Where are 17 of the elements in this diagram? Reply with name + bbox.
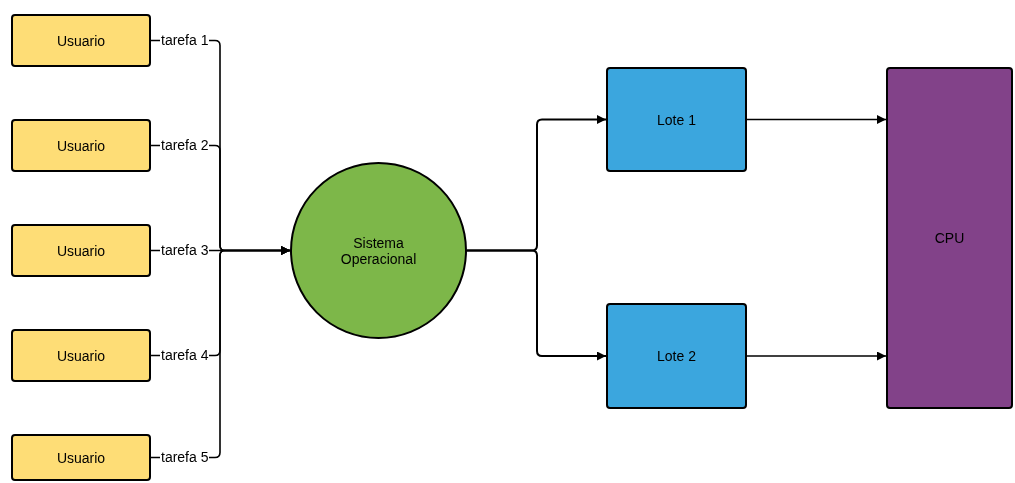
edge-label: tarefa 3 <box>160 241 210 258</box>
user-box: Usuario <box>11 224 151 277</box>
edge-label: tarefa 4 <box>160 346 210 363</box>
user-box: Usuario <box>11 14 151 67</box>
system-circle: Sistema Operacional <box>290 162 467 339</box>
connector-arrow <box>466 249 607 361</box>
edge-label: tarefa 1 <box>160 31 210 48</box>
user-box: Usuario <box>11 434 151 481</box>
connector-arrow <box>746 351 887 361</box>
connector-arrow <box>746 115 887 124</box>
cpu-box: CPU <box>886 67 1013 409</box>
edge-label: tarefa 5 <box>160 448 210 465</box>
batch-box: Lote 1 <box>606 67 747 172</box>
edge-label: tarefa 2 <box>160 136 210 153</box>
user-box: Usuario <box>11 329 151 382</box>
user-box: Usuario <box>11 119 151 172</box>
batch-box: Lote 2 <box>606 303 747 409</box>
